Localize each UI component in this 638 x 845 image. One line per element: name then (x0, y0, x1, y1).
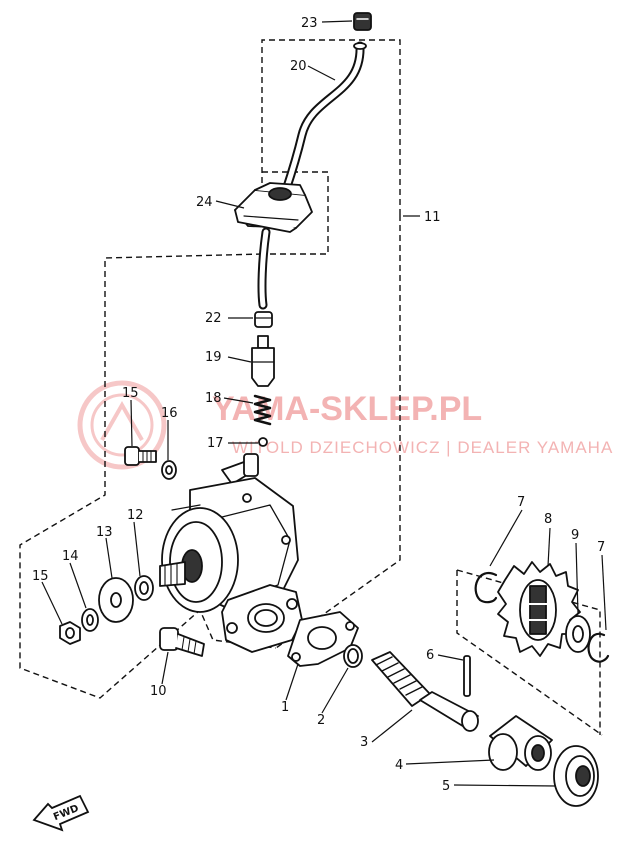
callout-20: 19 (205, 350, 222, 365)
shaft-o-ring-icon (343, 644, 363, 668)
part-callouts: 23 20 24 11 22 19 18 17 15 16 12 13 14 1… (32, 16, 605, 794)
callout-16: 15 (122, 386, 139, 401)
callout-9: 9 (571, 528, 579, 543)
leader-lines (41, 20, 607, 787)
pump-gasket-icon (287, 611, 359, 667)
callout-19: 18 (205, 391, 222, 406)
callout-7-right: 7 (597, 540, 605, 555)
callout-4: 4 (395, 758, 403, 773)
bleed-screw-washer-icon (161, 460, 177, 480)
pump-drive-gear-icon (497, 561, 581, 657)
shaft-collar-icon (488, 715, 553, 771)
callout-22: 22 (205, 311, 222, 326)
callout-23: 23 (301, 16, 318, 31)
gear-washer-icon (565, 615, 591, 653)
check-valve-body-icon (251, 335, 275, 387)
callout-12: 12 (127, 508, 144, 523)
watermark-logo-icon (77, 380, 167, 470)
hose-collar-icon (254, 311, 273, 328)
callout-1: 1 (281, 700, 289, 715)
oil-pump-body-icon (159, 453, 303, 653)
callout-6: 6 (426, 648, 434, 663)
group-outline-gear-right (456, 569, 601, 735)
callout-14: 14 (62, 549, 79, 564)
check-valve-spring-icon (253, 394, 272, 426)
delivery-hose-icon (257, 41, 367, 310)
callout-15: 15 (32, 569, 49, 584)
callout-13: 13 (96, 525, 113, 540)
callout-8: 8 (544, 512, 552, 527)
group-outline-pump-left (19, 253, 277, 699)
watermark-subtitle: WITOLD DZIECHOWICZ | DEALER YAMAHA (232, 438, 613, 457)
callout-17: 16 (161, 406, 178, 421)
forward-direction-arrow: FWD (32, 794, 90, 832)
bleed-screw-icon (124, 446, 157, 466)
dealer-watermark: YAMA-SKLEP.PL WITOLD DZIECHOWICZ | DEALE… (77, 380, 613, 470)
shaft-bearing-icon (553, 745, 599, 807)
pump-drive-shaft-icon (371, 651, 479, 732)
hose-cap-icon (353, 12, 372, 31)
parts-art (59, 12, 610, 807)
shaft-pin-icon (463, 655, 471, 697)
pump-plate-washer-icon (98, 577, 134, 623)
group-outline-pump-right (275, 215, 401, 649)
spindle-washer-icon (81, 608, 99, 632)
callout-3: 3 (360, 735, 368, 750)
hose-grommet-icon (234, 182, 313, 233)
group-outline-gear-left (456, 570, 603, 736)
callout-7-left: 7 (517, 495, 525, 510)
watermark-brand: YAMA-SKLEP.PL (212, 390, 482, 428)
circlip-left-icon (474, 571, 498, 604)
callout-21: 20 (290, 59, 307, 74)
group-outline-hose (261, 39, 401, 215)
check-ball-icon (258, 437, 268, 447)
circlip-right-icon (587, 632, 610, 663)
callout-18: 17 (207, 436, 224, 451)
callout-2: 2 (317, 713, 325, 728)
callout-10: 10 (150, 684, 167, 699)
callout-24: 24 (196, 195, 213, 210)
callout-11: 11 (424, 210, 441, 225)
pump-seal-icon (134, 575, 154, 601)
callout-5: 5 (442, 779, 450, 794)
mounting-bolt-icon (159, 627, 205, 657)
spindle-nut-icon (59, 621, 81, 645)
